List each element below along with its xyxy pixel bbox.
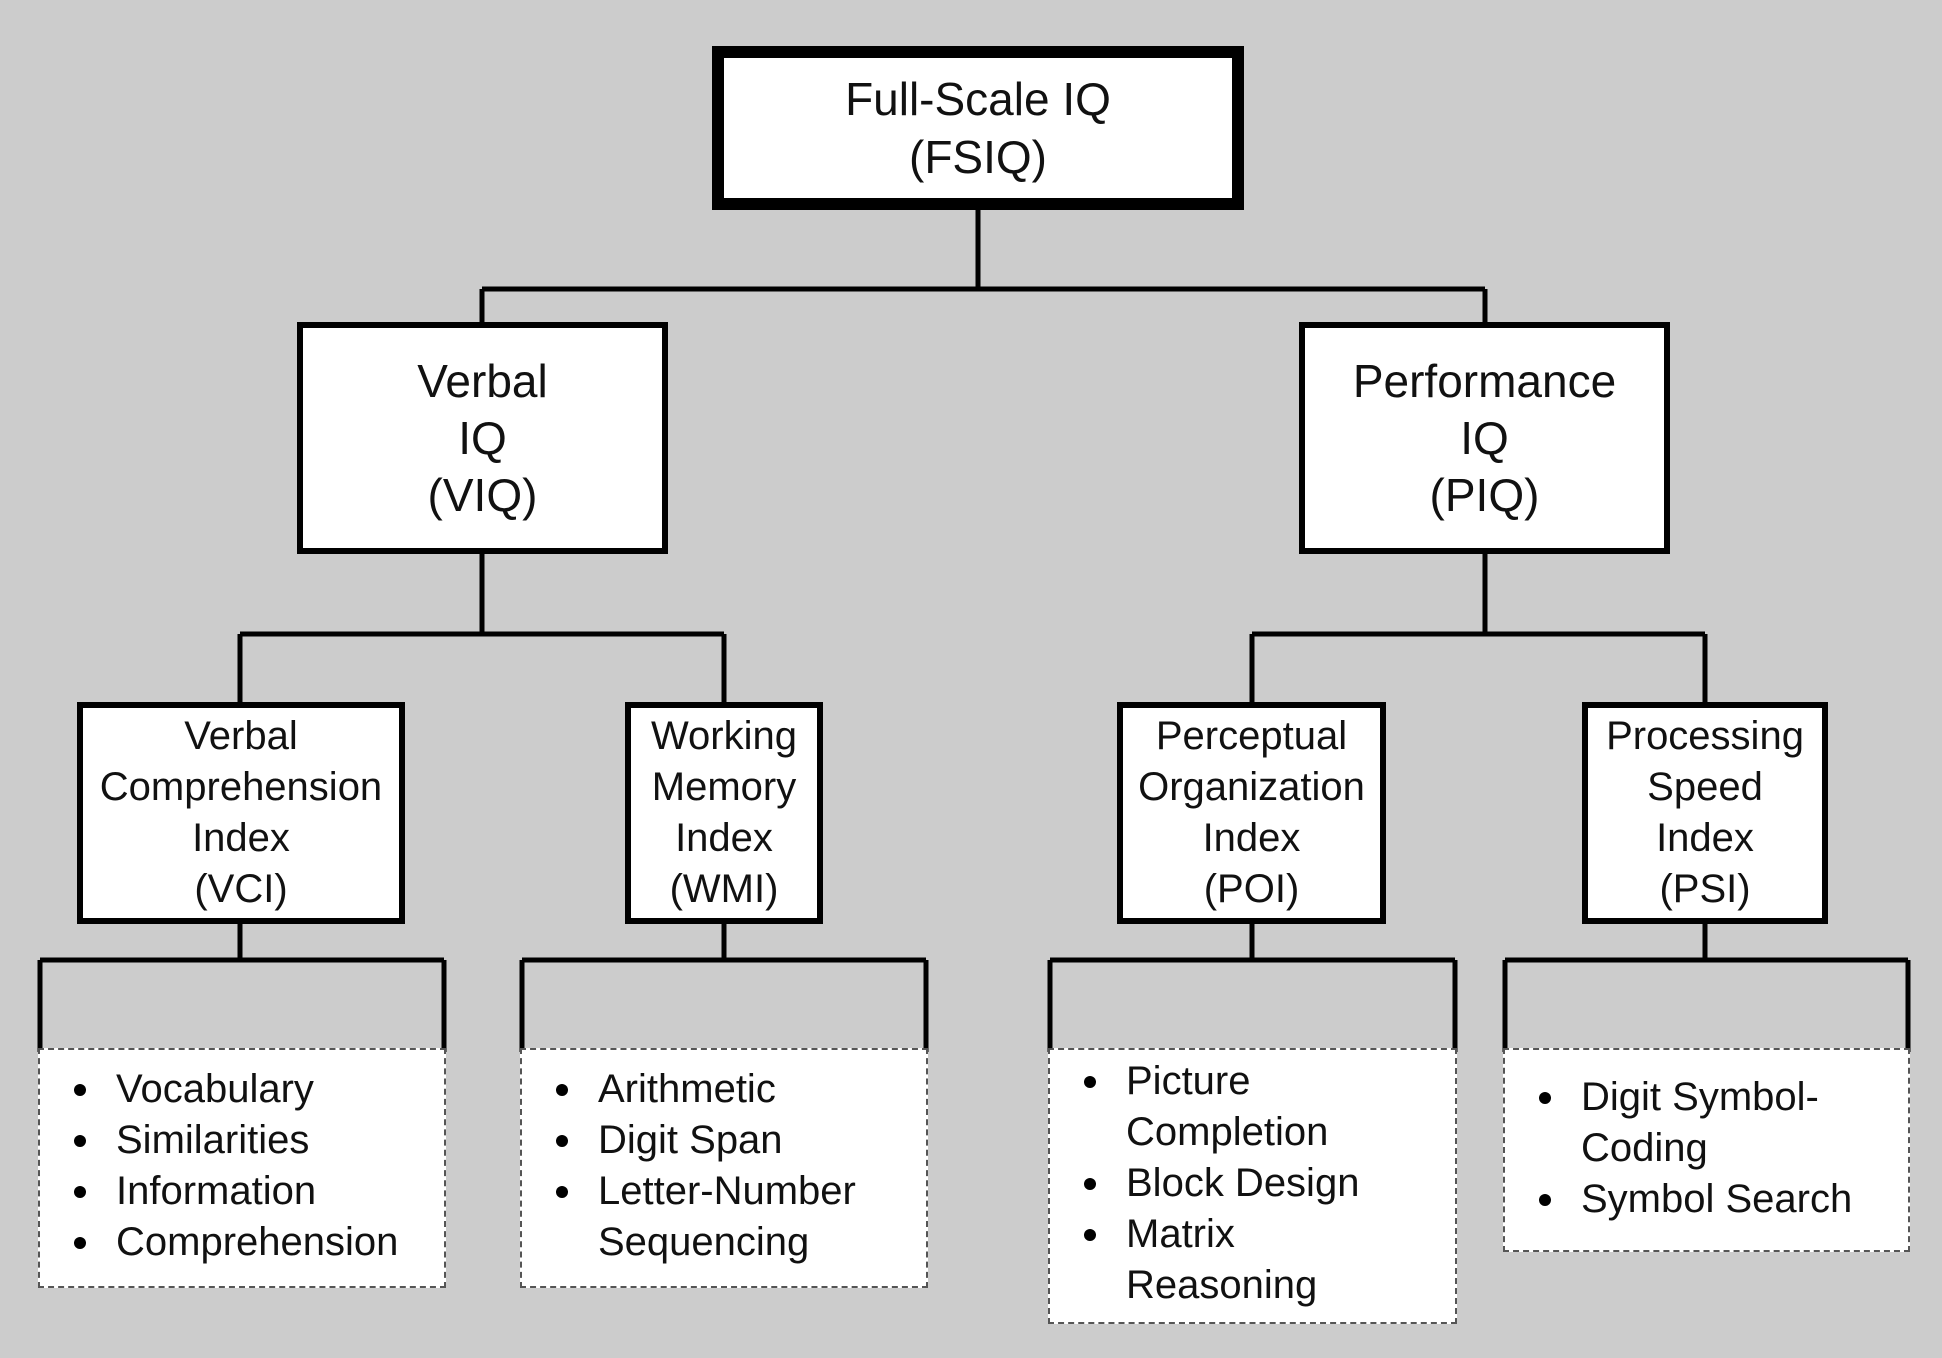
wmi-label-line-3: Index [675,816,773,860]
subtest-text: Arithmetic [598,1067,776,1111]
subtest-text: Symbol Search [1581,1177,1853,1221]
viq-node: Verbal IQ (VIQ) [297,322,668,554]
connector-viq-indices [237,550,727,704]
psi-label-line-4: (PSI) [1659,867,1751,911]
poi-subtests-box: Picture Completion Block Design Matrix R… [1048,1048,1457,1324]
viq-label-line-3: (VIQ) [427,468,538,521]
viq-label-line-2: IQ [458,411,507,464]
subtest-matrix-reasoning: Matrix Reasoning [1050,1209,1455,1311]
vci-label-line-4: (VCI) [194,867,288,911]
connector-psi-tests [1502,920,1911,1052]
subtest-text: Block Design [1126,1161,1360,1205]
connector-wmi-tests [519,920,929,1052]
connector-poi-tests [1047,920,1458,1052]
subtest-text-cont: Completion [1126,1110,1329,1154]
vci-label-line-3: Index [192,816,290,860]
subtest-vocabulary: Vocabulary [40,1064,444,1115]
poi-node: Perceptual Organization Index (POI) [1117,702,1386,924]
psi-subtests-box: Digit Symbol- Coding Symbol Search [1503,1048,1910,1252]
psi-node: Processing Speed Index (PSI) [1582,702,1828,924]
psi-label-line-3: Index [1656,816,1754,860]
subtest-text: Similarities [116,1118,310,1162]
wmi-label-line-2: Memory [651,765,797,809]
subtest-text: Vocabulary [116,1067,314,1111]
connector-root-iq [479,206,1488,325]
subtest-digit-span: Digit Span [522,1115,926,1166]
piq-label-line-3: (PIQ) [1429,468,1540,521]
subtest-text: Letter-Number [598,1169,856,1213]
poi-label-line-4: (POI) [1203,867,1300,911]
psi-label-line-2: Speed [1647,765,1763,809]
subtest-arithmetic: Arithmetic [522,1064,926,1115]
poi-label-line-3: Index [1202,816,1301,860]
subtest-text: Information [116,1169,317,1213]
subtest-symbol-search: Symbol Search [1505,1174,1908,1225]
piq-label-line-2: IQ [1460,411,1509,464]
subtest-comprehension: Comprehension [40,1217,444,1268]
subtest-information: Information [40,1166,444,1217]
subtest-text: Comprehension [116,1220,399,1264]
piq-node: Performance IQ (PIQ) [1299,322,1670,554]
wmi-subtests-box: Arithmetic Digit Span Letter-Number Sequ… [520,1048,928,1288]
subtest-digit-symbol-coding: Digit Symbol- Coding [1505,1072,1908,1174]
vci-label-line-2: Comprehension [99,765,383,809]
vci-node: Verbal Comprehension Index (VCI) [77,702,405,924]
wmi-label-line-4: (WMI) [669,867,779,911]
poi-label-line-1: Perceptual [1155,714,1348,758]
subtest-text-cont: Coding [1581,1126,1708,1170]
fsiq-label-line-1: Full-Scale IQ [845,73,1111,125]
subtest-letter-number-sequencing: Letter-Number Sequencing [522,1166,926,1268]
fsiq-label-line-2: (FSIQ) [909,131,1047,183]
subtest-picture-completion: Picture Completion [1050,1056,1455,1158]
wmi-node: Working Memory Index (WMI) [625,702,823,924]
subtest-text: Matrix [1126,1212,1235,1256]
piq-label-line-1: Performance [1352,354,1617,407]
subtest-block-design: Block Design [1050,1158,1455,1209]
wmi-label-line-1: Working [651,714,797,758]
connector-vci-tests [37,920,447,1052]
subtest-text: Digit Span [598,1118,783,1162]
psi-label-line-1: Processing [1606,714,1804,758]
subtest-text: Digit Symbol- [1581,1075,1819,1119]
viq-label-line-1: Verbal [417,354,548,407]
subtest-text: Picture [1126,1059,1251,1103]
subtest-text-cont: Sequencing [598,1220,810,1264]
vci-subtests-box: Vocabulary Similarities Information Comp… [38,1048,446,1288]
fsiq-node: Full-Scale IQ (FSIQ) [712,46,1244,210]
poi-label-line-2: Organization [1138,765,1365,809]
subtest-similarities: Similarities [40,1115,444,1166]
subtest-text-cont: Reasoning [1126,1263,1318,1307]
connector-piq-indices [1249,550,1708,704]
vci-label-line-1: Verbal [184,714,298,758]
